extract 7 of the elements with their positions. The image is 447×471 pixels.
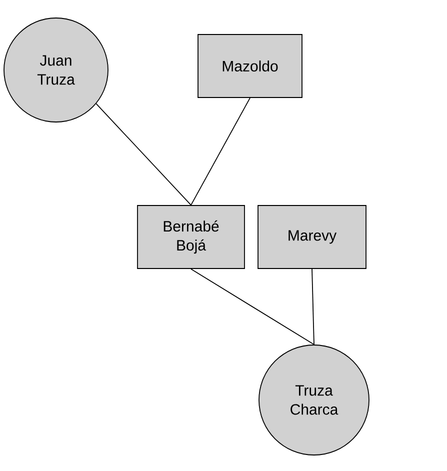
person-box: Marevy: [258, 205, 366, 269]
connector-line: [190, 268, 314, 345]
person-box: Bernabé Bojá: [137, 205, 245, 269]
connector-line: [190, 98, 250, 206]
connector-line: [96, 103, 192, 206]
connector-line: [312, 268, 314, 345]
person-box: Mazoldo: [198, 34, 302, 98]
